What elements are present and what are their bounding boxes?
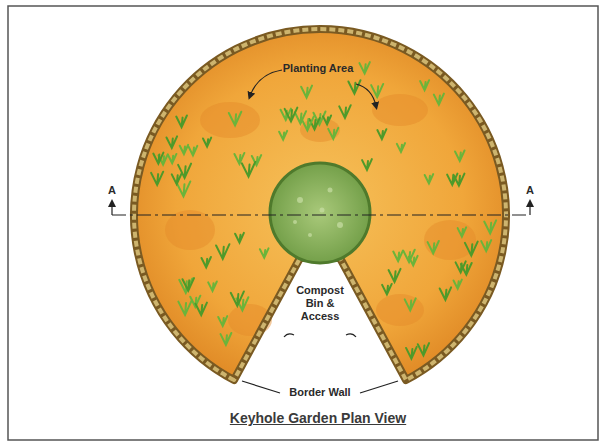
plant-sprout — [301, 117, 314, 131]
plant-sprout — [405, 298, 416, 310]
section-arrow — [111, 203, 112, 215]
leader-line — [250, 70, 282, 96]
plant-sprout — [176, 115, 187, 127]
plant-sprout — [285, 108, 298, 122]
plant-sprout — [339, 105, 351, 118]
section-arrow — [529, 203, 530, 215]
plant-sprout — [252, 155, 261, 165]
plant-sprout — [166, 136, 177, 148]
plant-sprout — [234, 153, 244, 164]
leader-line — [242, 381, 280, 393]
plant-sprout — [182, 278, 194, 291]
plant-sprout — [456, 261, 466, 272]
part-label: Border Wall — [282, 386, 358, 399]
plant-sprout — [362, 159, 372, 170]
plant-sprout — [180, 145, 188, 154]
plant-sprout — [168, 154, 176, 163]
frame — [8, 6, 598, 440]
plant-sprout — [218, 316, 227, 326]
plant-sprout — [208, 282, 217, 291]
plant-sprout — [189, 146, 198, 156]
compost-texture — [293, 188, 343, 238]
plant-sprout — [328, 128, 338, 139]
plant-sprout — [458, 227, 467, 236]
plant-sprout — [455, 150, 464, 160]
section-letter: A — [522, 184, 538, 197]
compost-bin — [270, 163, 370, 263]
plant-sprout — [348, 80, 360, 93]
plant-sprout — [231, 291, 244, 305]
plant-sprout — [235, 233, 244, 243]
plant-sprout — [359, 62, 369, 73]
plant-sprout — [260, 248, 269, 257]
part-label: Planting Area — [282, 62, 354, 75]
plant-sprout — [393, 251, 403, 262]
plant-sprout — [323, 116, 331, 125]
plant-sprout — [440, 287, 451, 300]
plant-sprout — [221, 333, 232, 345]
section-line — [112, 214, 530, 215]
plant-sprout — [481, 240, 491, 251]
plant-sprout — [242, 162, 255, 177]
border-wall — [134, 29, 506, 380]
plant-sprout — [279, 131, 287, 140]
plant-sprout — [454, 280, 462, 289]
plant-sprout — [202, 257, 211, 267]
plant-sprout — [371, 84, 383, 97]
access-mark — [284, 334, 294, 337]
plant-sprout — [172, 173, 182, 184]
plant-sprout — [382, 284, 392, 295]
plant-sprout — [301, 86, 312, 98]
plant-sprouts — [151, 62, 496, 359]
section-letter: A — [104, 184, 120, 197]
plant-sprout — [447, 174, 457, 185]
planting-bed — [134, 29, 506, 380]
part-label: Compost Bin & Access — [293, 284, 347, 323]
plant-sprout — [203, 138, 211, 147]
plant-sprout — [229, 112, 241, 126]
plant-sprout — [484, 220, 496, 233]
plant-sprout — [420, 80, 429, 90]
plant-sprout — [434, 94, 444, 105]
plant-sprout — [465, 242, 478, 256]
plant-sprout — [418, 343, 429, 355]
plant-sprout — [425, 174, 434, 183]
plant-sprout — [151, 172, 163, 185]
access-mark — [346, 334, 356, 337]
plant-sprout — [397, 143, 405, 152]
plant-sprout — [153, 153, 163, 164]
plant-sprout — [178, 300, 191, 315]
plant-sprout — [406, 347, 417, 359]
plant-sprout — [177, 181, 191, 196]
border-wall-stones — [134, 29, 506, 380]
leader-line — [356, 84, 376, 106]
plant-sprout — [403, 250, 414, 262]
plant-sprout — [216, 244, 229, 259]
plant-sprout — [377, 129, 386, 139]
plant-sprout — [389, 269, 401, 282]
plant-sprout — [195, 303, 206, 316]
leader-line — [360, 381, 398, 393]
diagram-title: Keyhole Garden Plan View — [188, 412, 448, 425]
plant-sprout — [428, 241, 439, 253]
